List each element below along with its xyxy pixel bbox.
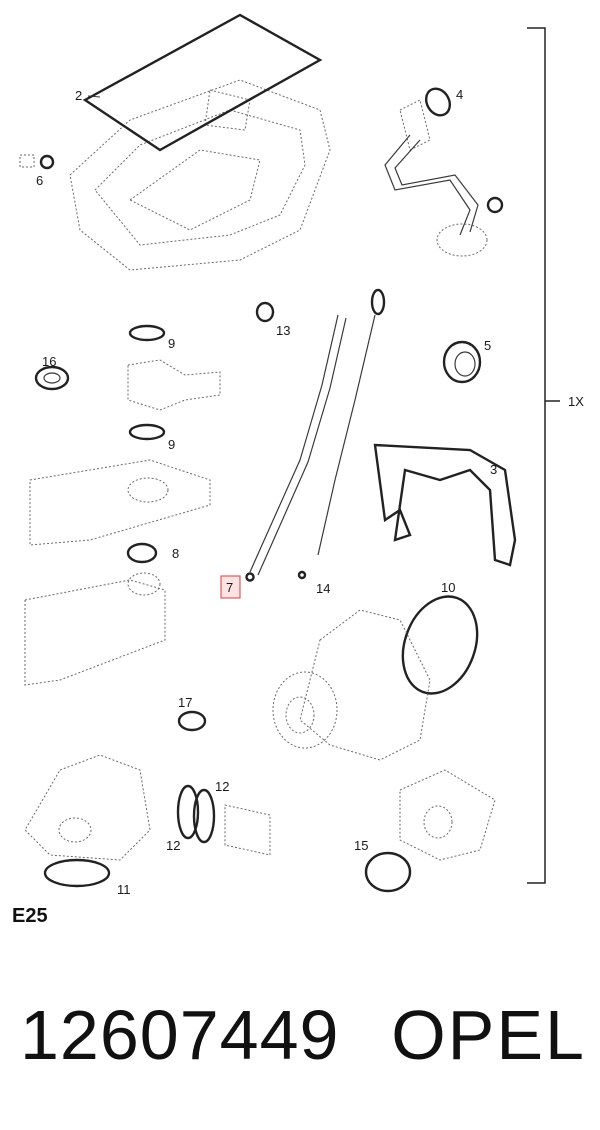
callout-5: 5 <box>484 338 491 353</box>
oil-seal-16 <box>34 365 70 391</box>
thermostat-housing <box>364 769 496 893</box>
callout-17: 17 <box>178 695 192 710</box>
callout-14: 14 <box>316 581 330 596</box>
dipstick <box>297 288 386 580</box>
callout-13: 13 <box>276 323 290 338</box>
callout-10: 10 <box>441 580 455 595</box>
callout-15: 15 <box>354 838 368 853</box>
coolant-elbow <box>24 754 271 861</box>
oil-cooler <box>24 459 211 686</box>
callout-9a: 9 <box>168 336 175 351</box>
oil-pan <box>69 79 331 271</box>
highlighted-callout-box <box>220 575 241 599</box>
callout-2: 2 <box>75 88 82 103</box>
callout-16: 16 <box>42 354 56 369</box>
brand-name: OPEL <box>391 996 586 1074</box>
callout-11: 11 <box>117 882 131 897</box>
oil-pan-gasket <box>82 13 323 152</box>
callout-12b: 12 <box>166 838 180 853</box>
cover-gasket-3 <box>373 443 517 567</box>
callout-8: 8 <box>172 546 179 561</box>
section-code: E25 <box>12 905 48 927</box>
oil-filler-neck <box>384 87 504 257</box>
quantity-bracket <box>527 27 546 884</box>
callout-3: 3 <box>490 462 497 477</box>
seal-13 <box>255 301 275 323</box>
water-pump <box>272 595 479 761</box>
radial-seal-5 <box>442 340 482 384</box>
part-number: 12607449 <box>20 996 340 1074</box>
seal-17 <box>177 710 207 732</box>
callout-4: 4 <box>456 87 463 102</box>
snap-ring-11 <box>43 858 111 888</box>
drain-plug <box>19 154 55 170</box>
callout-7-highlighted[interactable]: 7 <box>226 580 233 595</box>
callout-9b: 9 <box>168 437 175 452</box>
quantity-label: 1X <box>568 394 584 409</box>
exploded-parts-diagram: 2 4 6 13 9 16 5 9 3 8 7 14 10 17 12 12 1… <box>19 13 584 897</box>
callout-6: 6 <box>36 173 43 188</box>
oil-pipe-banjo <box>127 324 221 441</box>
callout-12a: 12 <box>215 779 229 794</box>
dipstick-guide-tube <box>245 314 347 582</box>
